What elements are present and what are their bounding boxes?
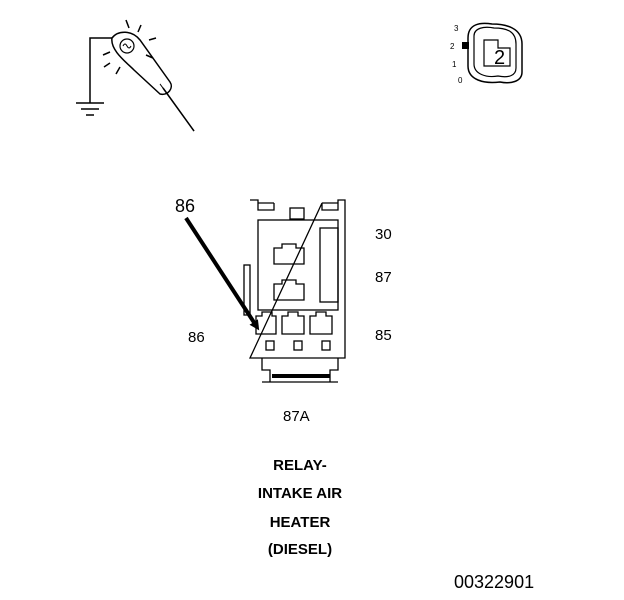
- switch-position-3: 3: [454, 24, 459, 33]
- pointer-arrow: [184, 216, 260, 331]
- terminal-30-label: 30: [375, 226, 392, 243]
- caption-line-3: HEATER: [269, 514, 331, 531]
- switch-position-1: 1: [452, 60, 457, 69]
- caption-line-2: INTAKE AIR: [257, 485, 343, 502]
- caption-line-4: (DIESEL): [267, 541, 333, 558]
- relay-connector: [243, 199, 346, 383]
- pointer-label-86: 86: [175, 196, 196, 216]
- latch-bar: [272, 374, 330, 378]
- terminal-86-label: 86: [188, 329, 205, 346]
- switch-display-number: 2: [494, 47, 506, 69]
- terminal-87a-label: 87A: [283, 408, 310, 425]
- terminal-87-label: 87: [375, 269, 392, 286]
- document-number: 00322901: [454, 572, 535, 592]
- switch-position-2: 2: [450, 42, 455, 51]
- terminal-85-label: 85: [375, 327, 392, 344]
- caption-line-1: RELAY-: [273, 457, 327, 474]
- ignition-switch-icon: [462, 22, 523, 84]
- test-light-icon: [76, 19, 195, 132]
- light-rays-icon: [102, 19, 157, 75]
- switch-position-0: 0: [458, 76, 463, 85]
